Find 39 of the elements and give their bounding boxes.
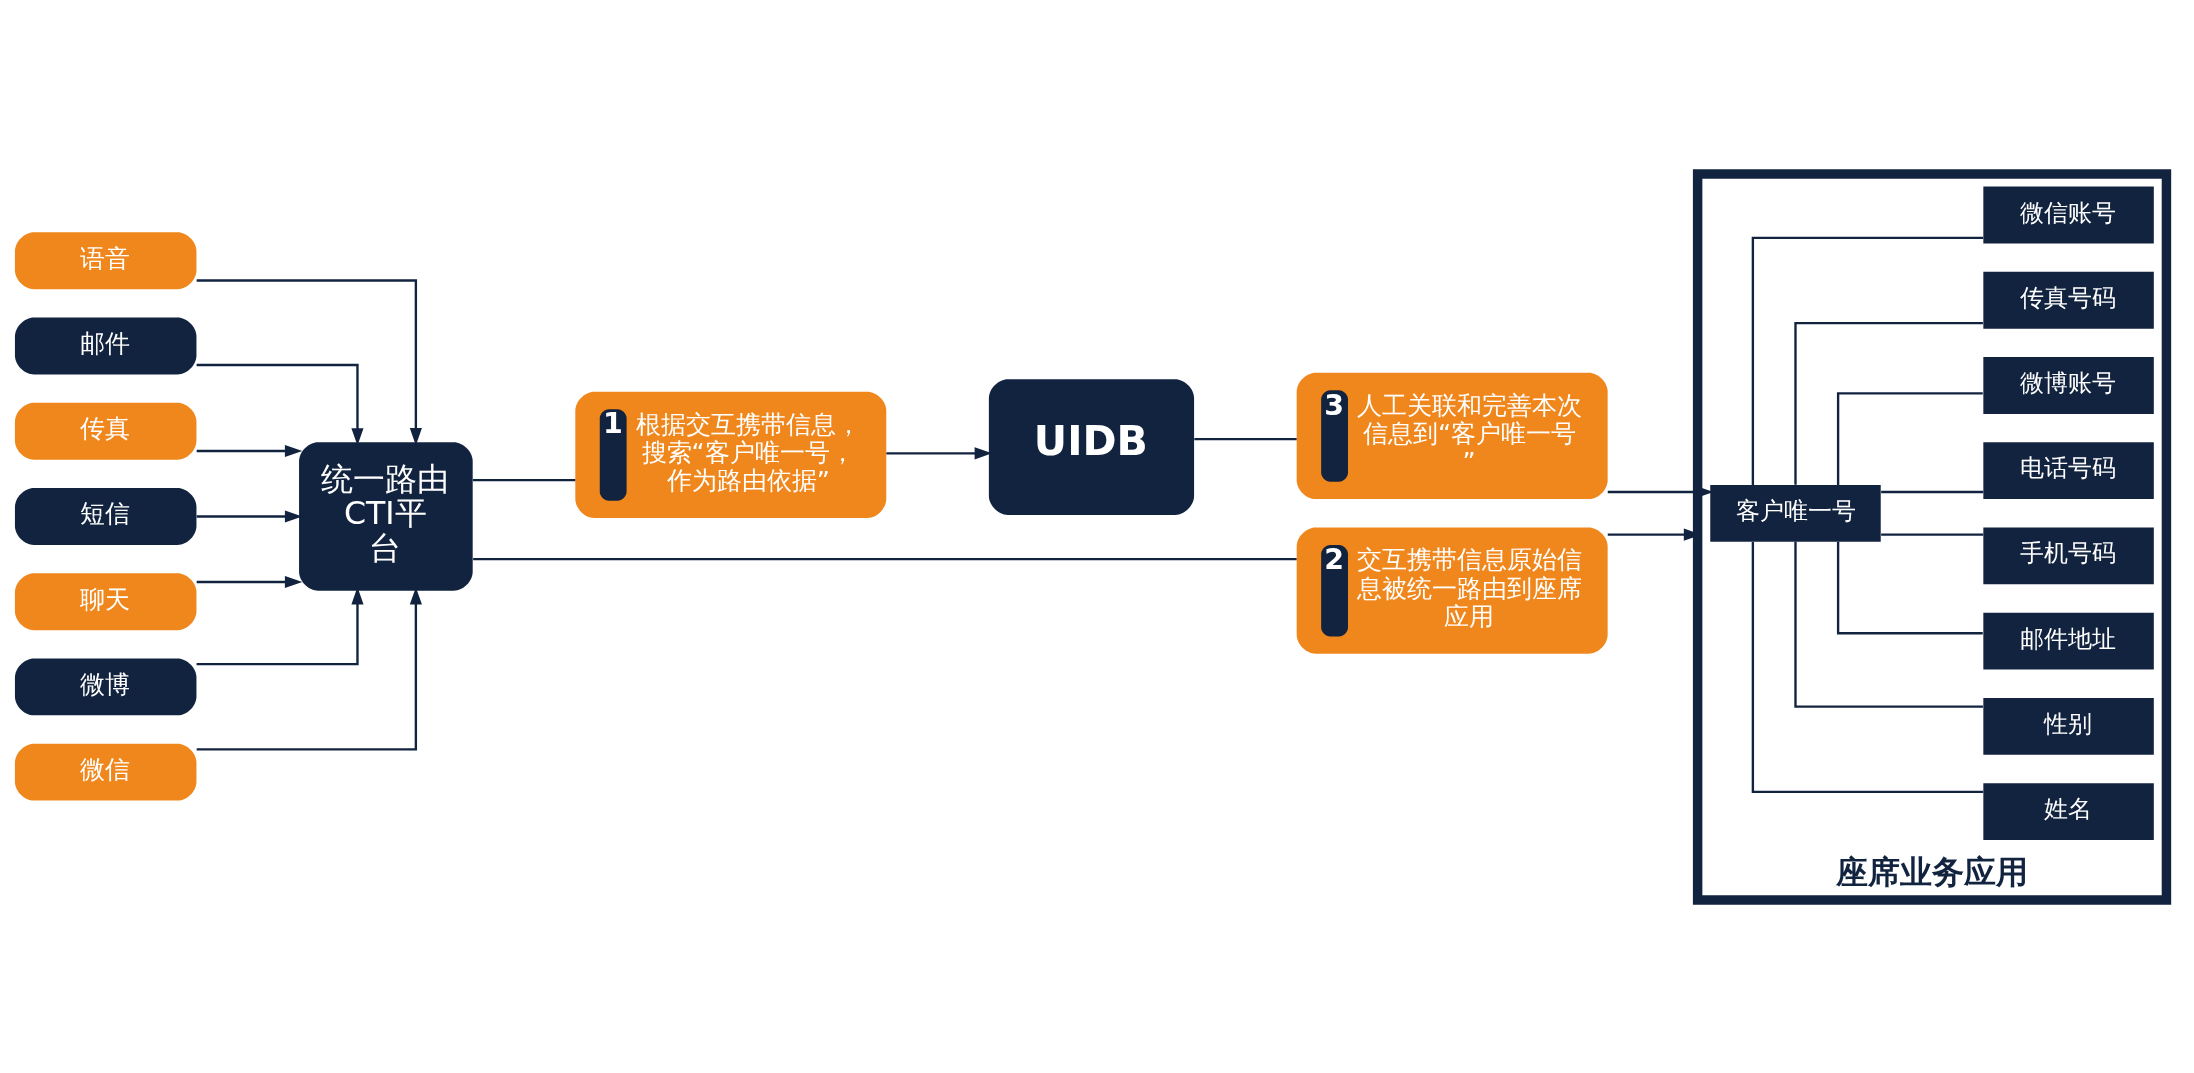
node-box: 电话号码 <box>1983 441 2154 499</box>
node-box: 邮件 <box>14 317 197 374</box>
node-box: 聊天 <box>14 572 197 630</box>
node-box: 手机号码 <box>1983 527 2154 584</box>
node-box: 1 根据交互携带信息，搜索“客户唯一号，作为路由依据” <box>575 391 887 518</box>
connector <box>1881 490 1984 493</box>
arrow <box>196 575 303 588</box>
node-box: 3 人工关联和完善本次信息到“客户唯一号” <box>1296 372 1608 499</box>
node-box: 传真号码 <box>1983 271 2154 329</box>
arrow <box>1607 485 1714 498</box>
node-box: 姓名 <box>1983 782 2154 840</box>
connector <box>472 478 576 481</box>
node-box: 统一路由CTI平台 <box>299 441 473 591</box>
node-box: 语音 <box>14 231 197 289</box>
arrow <box>886 446 992 459</box>
node-box: 微博 <box>14 658 197 715</box>
connector <box>1194 437 1297 440</box>
node-box: 微博账号 <box>1983 356 2154 414</box>
arrow <box>196 444 303 457</box>
connector <box>1794 541 1983 708</box>
node-box: 短信 <box>14 487 197 545</box>
node-box: 2 交互携带信息原始信息被统一路由到座席应用 <box>1296 527 1608 654</box>
node-box: 微信 <box>14 743 197 801</box>
node-box: 邮件地址 <box>1983 612 2154 670</box>
connector <box>1794 321 1983 485</box>
arrow <box>196 278 422 445</box>
connector <box>1751 541 1984 793</box>
node-box: 微信账号 <box>1983 186 2154 243</box>
connector <box>1751 236 1984 485</box>
connector <box>1836 541 1983 634</box>
arrow <box>196 509 303 523</box>
node-box: 性别 <box>1983 697 2154 755</box>
connector <box>473 557 1297 560</box>
node-box: 客户唯一号 <box>1710 484 1881 542</box>
node-box: 传真 <box>14 402 197 460</box>
connector <box>1836 391 1983 485</box>
node-box: UIDB <box>988 378 1195 515</box>
connector <box>1881 532 1984 536</box>
arrow <box>196 363 364 446</box>
